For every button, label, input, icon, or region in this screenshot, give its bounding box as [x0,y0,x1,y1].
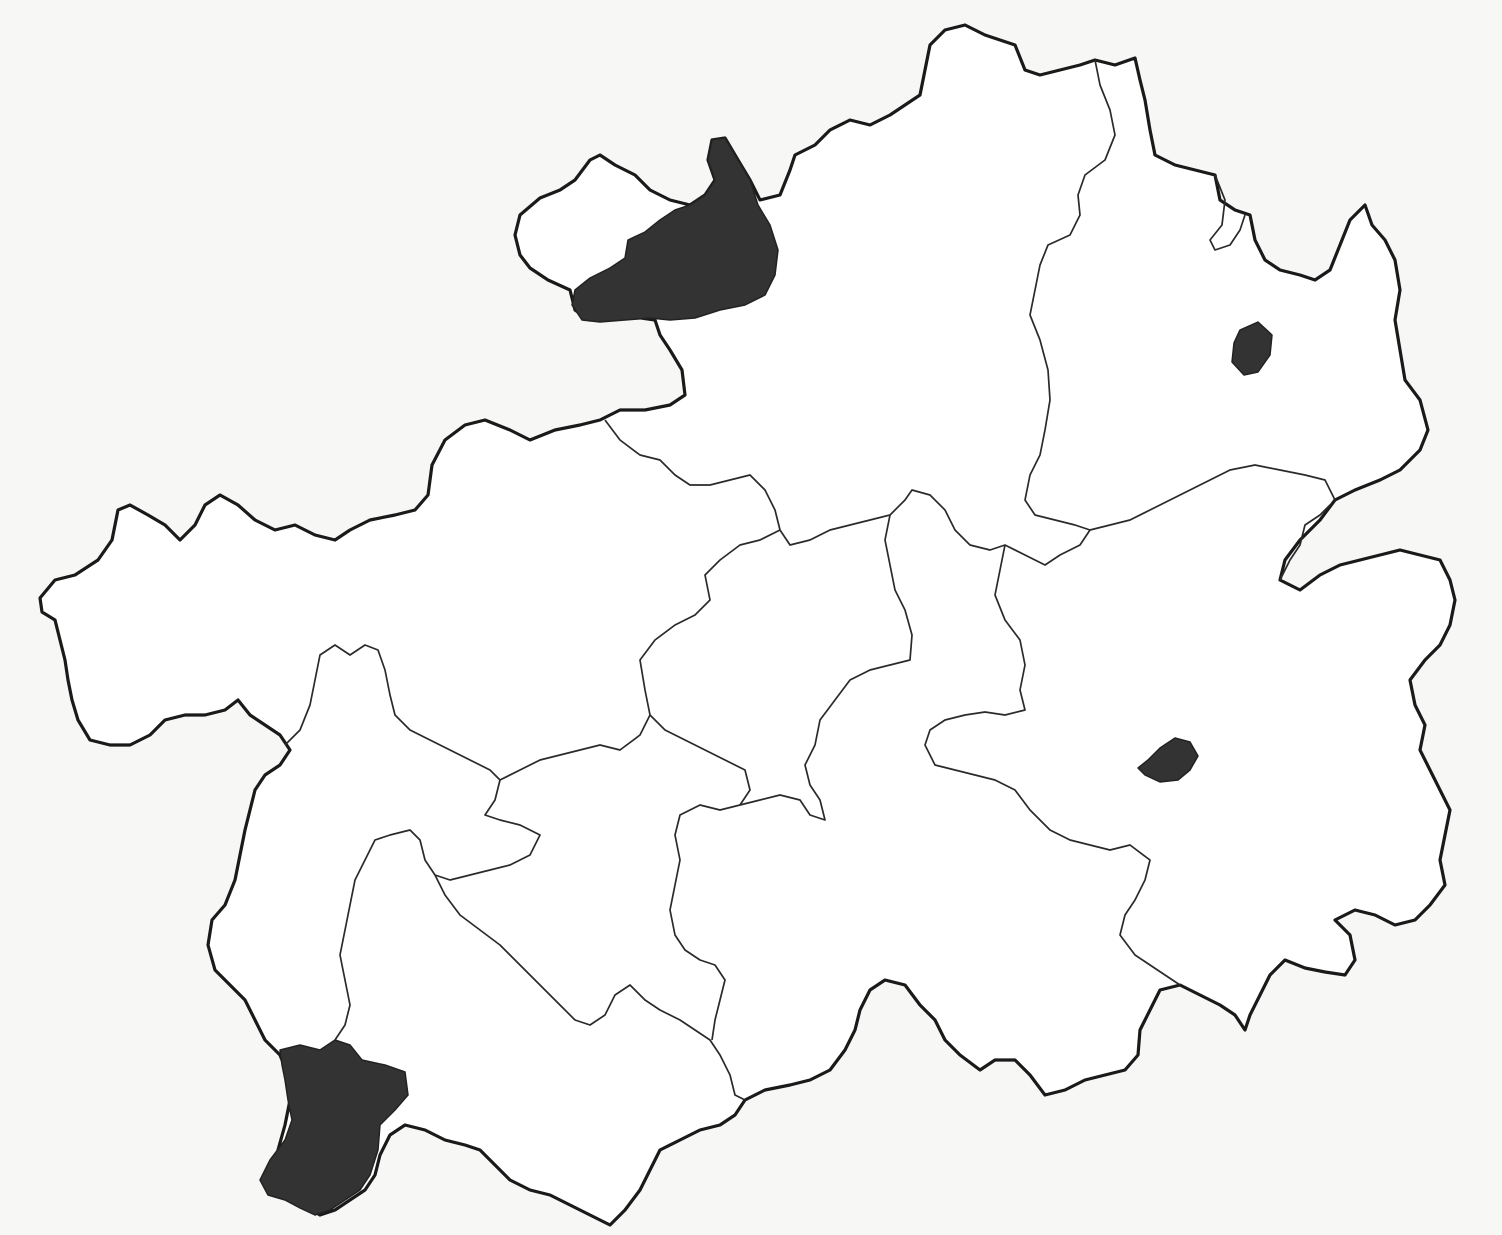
border-central-east [924,544,1181,986]
border-ne-detail [1209,174,1246,251]
highlight-southwest [259,1039,409,1216]
border-south-central [334,779,541,1041]
border-east-detail [1279,504,1331,581]
highlighted-regions [259,137,1273,1216]
border-west-center [284,644,651,781]
province-outline [38,23,1457,1227]
border-southwest-diag [434,874,746,1101]
internal-borders [284,59,1336,1101]
border-center [639,514,913,821]
highlight-east-dot [1137,737,1199,783]
border-south-inner [669,804,741,1041]
highlight-north [571,137,779,323]
highlight-northeast-dot [1231,321,1273,376]
border-north-northeast [1024,59,1116,531]
border-northeast-east [1089,464,1336,531]
